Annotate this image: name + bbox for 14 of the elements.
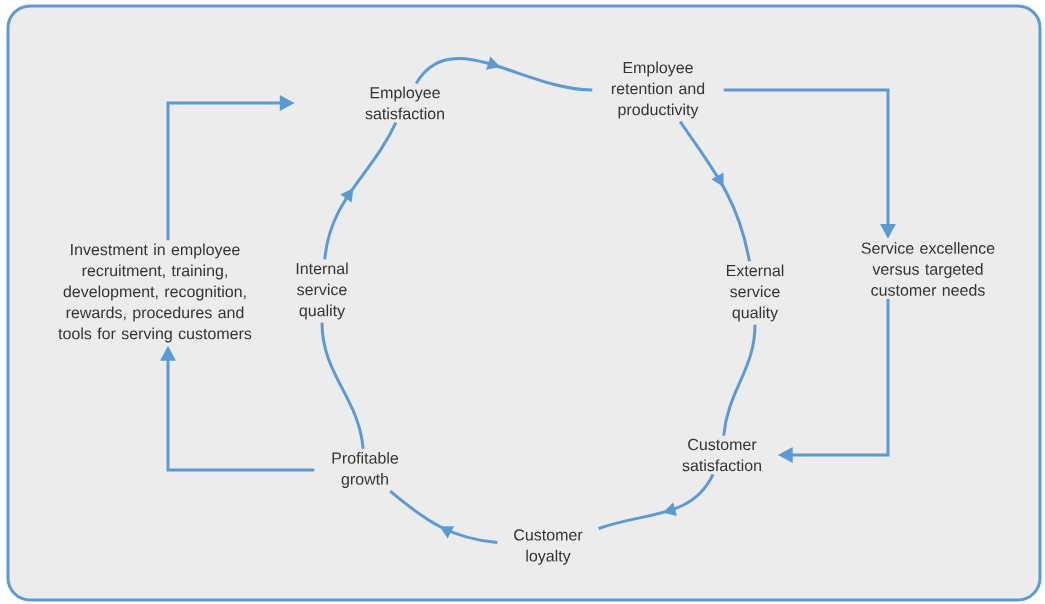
text-label: Internal service quality [296,262,348,320]
text-label: Employee retention and productivity [611,61,705,119]
text-label: Investment in employee recruitment, training, development, recognition, rewards, procedures and tools for serving customers [58,243,252,343]
text-label: External service quality [726,264,784,322]
text-label: Profitable growth [332,452,399,488]
arrow [598,473,715,530]
text-label: Service excellence versus targeted customer needs [861,242,995,296]
text-label: Employee satisfaction [365,86,444,120]
arrow [415,56,593,92]
arrow [323,121,398,260]
text-label: Customer loyalty [514,529,583,565]
arrow [678,120,751,262]
text-label: Customer satisfaction [682,438,761,472]
arrow [389,490,498,545]
